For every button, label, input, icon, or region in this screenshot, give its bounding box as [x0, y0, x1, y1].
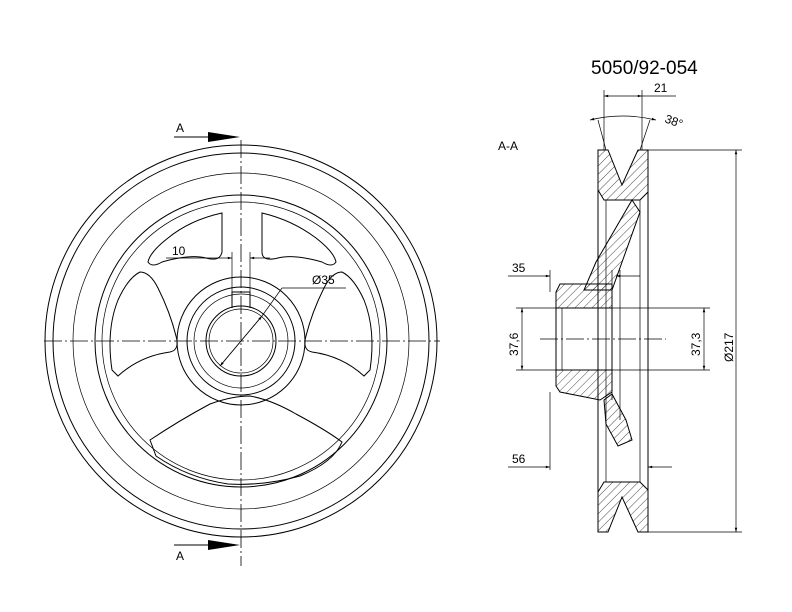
section-view: 5050/92-054 A-A 21 38: [498, 58, 742, 533]
web-section-lower: [603, 393, 633, 447]
groove-angle-ext-right: [639, 119, 651, 151]
groove-angle-label: 38°: [663, 112, 685, 131]
spoke-window-top-2: [261, 212, 337, 266]
spoke-window-top: [147, 212, 223, 266]
keyway-width-label: 10: [172, 244, 186, 258]
section-arrow-top-label: A: [176, 121, 184, 135]
spoke-window-right: [304, 271, 373, 377]
top-rim-section: [597, 149, 649, 201]
hub-diameter-left-label: 37,6: [507, 332, 521, 356]
spoke-window-bottom: [149, 395, 343, 485]
section-label: A-A: [498, 139, 518, 153]
section-arrow-top-head: [208, 132, 240, 142]
groove-width-label: 21: [654, 81, 668, 95]
outer-diameter-label: Ø217: [722, 332, 736, 362]
hub-offset-top-label: 35: [512, 261, 526, 275]
bore-diameter-label: Ø35: [312, 273, 335, 287]
hub-section-lower: [555, 369, 613, 401]
bottom-rim-section: [597, 481, 649, 533]
bore-leader: [261, 287, 283, 317]
bore-dim-line-2: [219, 315, 263, 367]
groove-angle-arc: [589, 115, 657, 121]
hub-diameter-right-label: 37,3: [689, 332, 703, 356]
groove-angle-ext-left: [597, 119, 607, 151]
section-arrow-bottom-head: [208, 540, 240, 550]
part-number-title: 5050/92-054: [591, 58, 698, 79]
hub-offset-bottom-label: 56: [512, 452, 526, 466]
front-view: 10 Ø35 A A: [44, 121, 440, 566]
spoke-window-left: [109, 271, 178, 377]
hub-section-upper: [555, 283, 613, 309]
section-arrow-bottom-label: A: [176, 549, 184, 563]
